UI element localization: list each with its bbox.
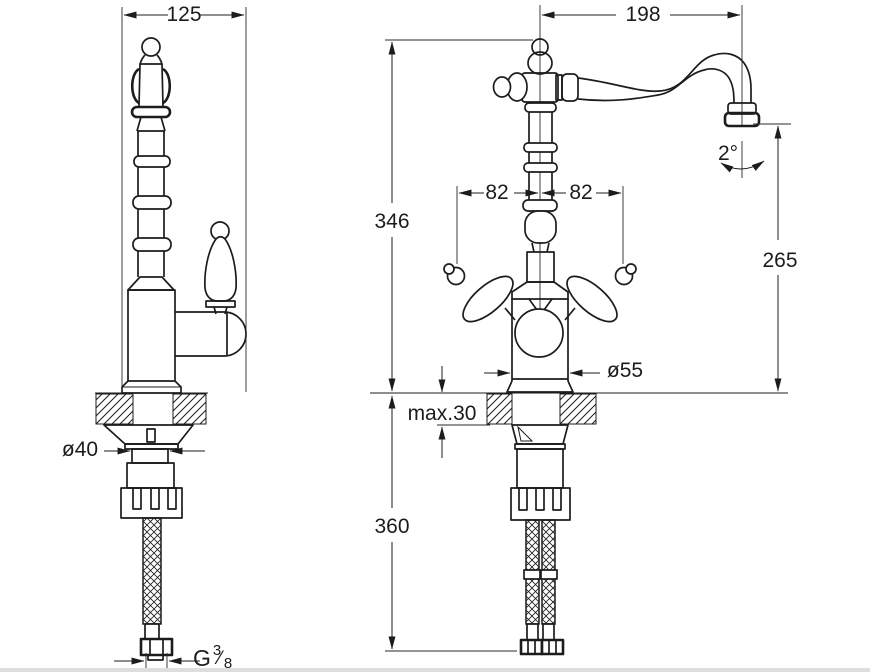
front-view	[370, 5, 788, 656]
dim-shank-diameter-label: ø40	[62, 438, 98, 461]
dim-handle-right-label: 82	[569, 181, 592, 204]
dimension-annotations: 125 198 346 265 82 82 2° ø55 ø4	[62, 3, 798, 672]
side-flange-tab	[146, 428, 156, 443]
left-handle-collar	[504, 307, 516, 321]
front-end-cap	[492, 76, 512, 98]
dim-spout-reach-label: 198	[625, 3, 660, 26]
spout-outer-edge	[577, 52, 752, 103]
front-hose-right-joint	[540, 569, 558, 580]
front-column-neck	[531, 242, 550, 253]
front-hose-nut-facets	[527, 640, 557, 654]
side-hose-nut-facets	[149, 639, 164, 655]
front-counter-hatch-left	[486, 393, 513, 425]
front-hose-right-ferrule	[542, 623, 555, 641]
side-valve-body	[175, 311, 247, 357]
side-handle-collar	[205, 300, 236, 308]
side-collar-flare	[136, 116, 166, 132]
front-hose-left-joint	[523, 569, 541, 580]
dim-125-extension-lines	[121, 7, 247, 392]
side-column-ring-3	[132, 237, 172, 252]
front-nut-slot	[535, 487, 545, 511]
front-finial-sphere	[527, 51, 553, 75]
side-counter-hatch-right	[172, 393, 207, 425]
right-handle-tip	[625, 263, 637, 275]
front-column	[528, 102, 553, 212]
side-handle-stem	[213, 306, 228, 315]
side-hose-braid	[142, 517, 162, 625]
spout-collar	[561, 73, 579, 102]
side-hose-tip	[147, 654, 164, 661]
front-hose-left-nut	[519, 638, 544, 656]
dim-body-diameter-label: ø55	[607, 359, 643, 382]
side-collar	[130, 105, 172, 119]
dim-hose-drop-label: 360	[374, 515, 409, 538]
side-nut-slot	[132, 487, 142, 510]
dim-deck-thickness-label: max.30	[408, 402, 477, 425]
dim-thread-slash-label: ⁄	[214, 648, 224, 669]
side-spout-ring-left	[130, 67, 140, 105]
side-cone	[127, 276, 175, 291]
side-nut-slot	[167, 487, 177, 510]
front-ball-joint	[514, 308, 564, 358]
side-hose-nut	[139, 637, 174, 657]
front-column-ring-4	[522, 199, 558, 212]
spout-inner-edge	[577, 68, 735, 104]
side-hose-ferrule	[144, 623, 160, 640]
front-column-ring-2	[523, 142, 558, 153]
front-column-barrel	[524, 210, 557, 244]
bottom-edge-strip	[0, 668, 870, 672]
dim-thread-numerator-label: 3	[213, 642, 221, 659]
left-handle-tip	[443, 263, 455, 275]
front-upper-housing	[526, 251, 555, 283]
side-handle-lever	[204, 235, 237, 302]
dim-g38-extension-lines	[145, 653, 168, 669]
dim-handle-left-label: 82	[485, 181, 508, 204]
dim-overall-depth-label: 125	[166, 3, 201, 26]
front-shank-cylinder	[516, 448, 564, 489]
side-column-ring-2	[132, 195, 172, 210]
front-counter-hatch-right	[559, 393, 597, 425]
dim-total-height-label: 346	[374, 210, 409, 233]
left-handle-lever	[462, 275, 514, 323]
side-nut-slot	[150, 487, 160, 510]
front-column-ring-3	[523, 162, 558, 173]
side-counter-hatch-left	[95, 393, 134, 425]
dim-outlet-height-label: 265	[762, 249, 797, 272]
side-spout-ring-right	[162, 67, 172, 105]
side-shank-cylinder	[126, 462, 175, 489]
side-top-column	[138, 63, 164, 108]
front-base-flare	[506, 378, 574, 393]
right-handle-lever	[566, 275, 618, 323]
dim-thread-denominator-label: 8	[224, 655, 232, 672]
side-shank	[131, 448, 169, 464]
dim-2deg-arc	[720, 160, 765, 173]
side-column-ring-1	[133, 155, 171, 168]
side-view	[95, 37, 247, 661]
dim-82-extension-lines	[456, 186, 624, 264]
front-nut-slot	[518, 487, 528, 511]
dim-swivel-angle-label: 2°	[718, 142, 738, 165]
spout-aerator	[723, 111, 761, 128]
side-finial-base	[139, 54, 163, 65]
front-hose-right-nut	[540, 638, 565, 656]
side-body	[127, 289, 176, 382]
dim-thread-prefix-label: G	[193, 645, 211, 671]
front-body-cylinder	[511, 299, 569, 381]
front-hose-left-ferrule	[526, 623, 539, 641]
front-nut-slot	[552, 487, 562, 511]
front-flange	[511, 424, 569, 445]
front-column-ring-1	[524, 102, 557, 113]
side-finial-ball	[141, 37, 161, 57]
spout-collar-ring	[555, 74, 563, 101]
front-finial-ball	[531, 38, 549, 56]
right-handle-collar	[564, 307, 576, 321]
front-flange-detail	[517, 425, 534, 442]
